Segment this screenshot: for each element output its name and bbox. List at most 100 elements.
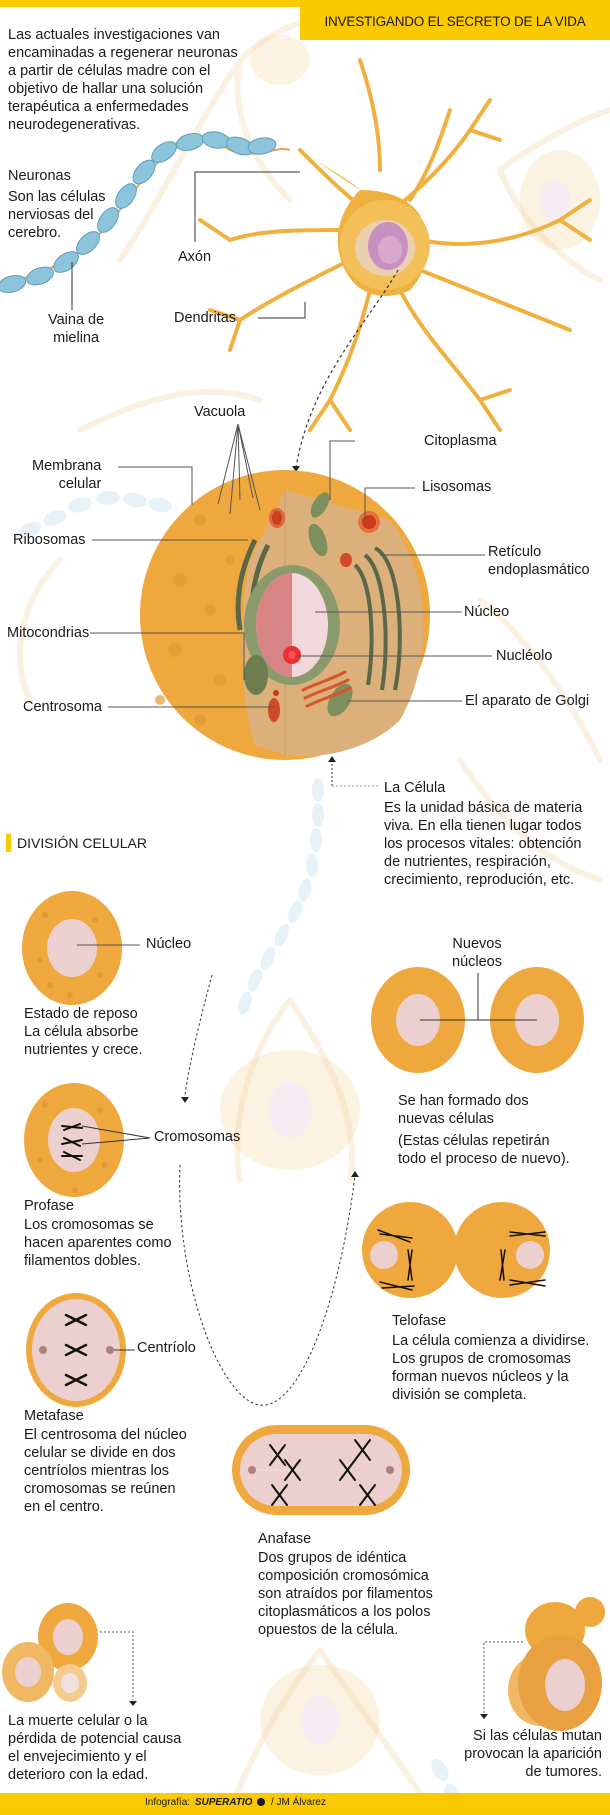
credit-author: / JM Álvarez: [270, 1797, 326, 1808]
metaphase-cell: [26, 1293, 135, 1407]
anaphase-line: composición cromosómica: [258, 1568, 429, 1584]
prophase-description: Profase Los cromosomas se hacen aparente…: [24, 1197, 172, 1270]
neuron-leader-lines: [71, 171, 306, 319]
brand-logo: SUPERATIO: [194, 1797, 253, 1808]
neuron-desc-line: Son las células: [8, 189, 106, 205]
cell-caption: La Célula Es la unidad básica de materia…: [384, 779, 582, 889]
label-rest-nucleus: Núcleo: [146, 936, 192, 952]
rest-line: nutrientes y crece.: [24, 1042, 143, 1058]
rest-cell: [22, 891, 140, 1005]
prophase-cell: [24, 1083, 151, 1197]
telophase-description: Telofase La célula comienza a dividirse.…: [392, 1312, 589, 1404]
new-cells-line: nuevas células: [398, 1111, 494, 1127]
prophase-title: Profase: [24, 1198, 74, 1214]
anaphase-line: citoplasmáticos a los polos: [258, 1604, 431, 1620]
label-centrosome: Centrosoma: [23, 699, 102, 715]
anaphase-description: Anafase Dos grupos de idéntica composici…: [258, 1530, 433, 1639]
label-nucleolus: Nucléolo: [496, 648, 553, 664]
label-chromosomes: Cromosomas: [154, 1129, 241, 1145]
cycle-arrows: [179, 974, 356, 1406]
anaphase-cell: [232, 1425, 410, 1515]
label-new-nuclei-line: núcleos: [452, 954, 502, 970]
tumor-line: provocan la aparición: [464, 1746, 602, 1762]
footer-bar: Infografía: SUPERATIO / JM Álvarez: [0, 1793, 610, 1815]
rest-title: Estado de reposo: [24, 1006, 138, 1022]
neuron-desc-line: nerviosas del: [8, 207, 94, 223]
faint-cell-bodies: [220, 35, 600, 1775]
cell-caption-line: crecimiento, reprodución, etc.: [384, 872, 575, 888]
anaphase-line: son atraídos por filamentos: [258, 1586, 433, 1602]
aging-line: pérdida de potencial causa: [8, 1731, 182, 1747]
prophase-line: hacen aparentes como: [24, 1235, 172, 1251]
intro-line: terapéutica a enfermedades: [8, 99, 189, 115]
telophase-title: Telofase: [392, 1313, 447, 1329]
rest-description: Estado de reposo La célula absorbe nutri…: [24, 1005, 142, 1059]
neuron-illustration: [198, 58, 592, 432]
cell-caption-title: La Célula: [384, 780, 446, 796]
tumor-line: Si las células mutan: [473, 1728, 602, 1744]
cell-illustration: [140, 470, 430, 760]
prophase-line: Los cromosomas se: [24, 1217, 154, 1233]
label-membrane-line: celular: [58, 476, 102, 492]
label-er-line: Retículo: [488, 544, 542, 560]
intro-line: Las actuales investigaciones van: [8, 27, 220, 43]
rest-line: La célula absorbe: [24, 1024, 139, 1040]
cell-caption-line: de nutrientes, respiración,: [384, 854, 551, 870]
label-myelin-line: Vaina de: [48, 312, 105, 328]
myelin-sheath: [0, 131, 291, 294]
neuron-description: Neuronas Son las células nerviosas del c…: [8, 167, 106, 242]
page-title: INVESTIGANDO EL SECRETO DE LA VIDA: [324, 14, 586, 29]
metaphase-title: Metafase: [24, 1408, 84, 1424]
telophase-cell: [362, 1202, 550, 1298]
label-membrane: Membrana celular: [32, 457, 101, 493]
aging-line: La muerte celular o la: [8, 1713, 148, 1729]
credit-prefix: Infografía:: [145, 1797, 191, 1808]
faint-neuron-bg: [17, 13, 610, 1813]
label-er-line: endoplasmático: [488, 562, 590, 578]
tumor-cells: [480, 1597, 605, 1731]
section-marker: [6, 834, 11, 852]
metaphase-line: El centrosoma del núcleo: [24, 1427, 187, 1443]
new-cells-note: (Estas células repetirán: [398, 1133, 550, 1149]
intro-line: a partir de células madre con el: [8, 63, 211, 79]
label-axon: Axón: [178, 249, 212, 265]
aging-line: deterioro con la edad.: [8, 1767, 149, 1783]
label-cytoplasm: Citoplasma: [424, 433, 497, 449]
label-golgi: El aparato de Golgi: [465, 693, 590, 709]
metaphase-line: centríolos mientras los: [24, 1463, 170, 1479]
cell-caption-line: Es la unidad básica de materia: [384, 800, 583, 816]
aging-line: el envejecimiento y el: [8, 1749, 147, 1765]
intro-line: objetivo de hallar una solución: [8, 81, 204, 97]
label-lysosomes: Lisosomas: [422, 479, 492, 495]
label-nucleus: Núcleo: [464, 604, 510, 620]
neuron-desc-line: cerebro.: [8, 225, 62, 241]
metaphase-line: celular se divide en dos: [24, 1445, 176, 1461]
tumor-line: de tumores.: [525, 1764, 602, 1780]
cell-caption-line: viva. En ella tienen lugar todos: [384, 818, 582, 834]
telophase-line: Los grupos de cromosomas: [392, 1351, 571, 1367]
intro-line: neurodegenerativas.: [8, 117, 141, 133]
aging-description: La muerte celular o la pérdida de potenc…: [8, 1712, 181, 1784]
telophase-line: forman nuevos núcleos y la: [392, 1369, 569, 1385]
footer-credit: Infografía: SUPERATIO / JM Álvarez: [145, 1797, 326, 1808]
label-ribosomes: Ribosomas: [13, 532, 86, 548]
anaphase-line: Dos grupos de idéntica: [258, 1550, 407, 1566]
new-cells-note: todo el proceso de nuevo).: [398, 1151, 570, 1167]
new-cells-description: Se han formado dos nuevas células (Estas…: [398, 1092, 570, 1168]
arrow-neuron-to-cell: [295, 269, 399, 469]
label-vacuole: Vacuola: [194, 404, 246, 420]
intro-paragraph: Las actuales investigaciones van encamin…: [8, 26, 298, 134]
telophase-line: La célula comienza a dividirse.: [392, 1333, 590, 1349]
intro-line: encaminadas a regenerar neuronas: [8, 45, 238, 61]
header-banner: INVESTIGANDO EL SECRETO DE LA VIDA: [300, 7, 610, 40]
telophase-line: división se completa.: [392, 1387, 527, 1403]
label-new-nuclei-line: Nuevos: [452, 936, 502, 952]
label-myelin-line: mielina: [53, 330, 100, 346]
cell-caption-line: los procesos vitales: obtención: [384, 836, 582, 852]
new-cells: [371, 967, 584, 1073]
prophase-line: filamentos dobles.: [24, 1253, 141, 1269]
label-centriole: Centríolo: [137, 1340, 196, 1356]
cell-leader-lines: [90, 423, 492, 708]
label-dendrites: Dendritas: [174, 310, 237, 326]
